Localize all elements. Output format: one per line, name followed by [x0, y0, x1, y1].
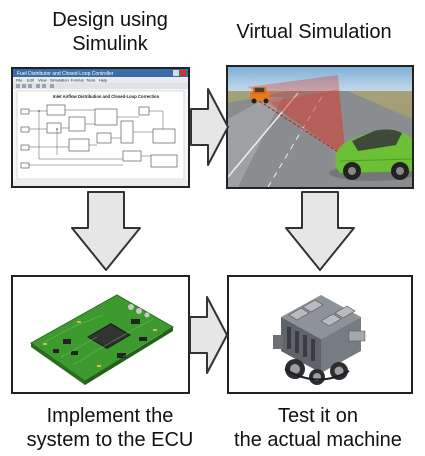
test-label-line1: Test it on — [277, 405, 359, 427]
engine-panel — [227, 275, 413, 394]
engine-image — [229, 277, 411, 392]
ecu-board-panel — [11, 275, 190, 394]
virtual-simulation-panel — [226, 65, 414, 189]
simulink-window-title: Fuel Distributor and Closed-Loop Control… — [17, 71, 114, 77]
implement-label-line1: Implement the — [46, 405, 174, 427]
simulink-diagram-title: Inlet Airflow Distribution and Closed-Lo… — [53, 94, 160, 99]
arrow-down-icon — [71, 191, 141, 271]
simulink-screenshot-panel: Fuel Distributor and Closed-Loop Control… — [11, 67, 190, 188]
implement-label-line2: system to the ECU — [26, 429, 194, 451]
simulink-window-image: Fuel Distributor and Closed-Loop Control… — [13, 69, 188, 186]
arrow-down-icon — [285, 191, 355, 271]
design-label-line1: Design using — [52, 9, 168, 31]
test-machine-label: Test it on the actual machine — [212, 404, 424, 452]
green-car-icon — [329, 129, 412, 181]
arrow-right-icon — [190, 88, 229, 166]
simulink-menu-file: File — [16, 78, 23, 83]
virtual-sim-label-text: Virtual Simulation — [236, 21, 392, 43]
simulink-menu-edit: Edit — [27, 78, 35, 83]
orange-car-icon — [250, 87, 270, 104]
arrow-right-icon — [189, 296, 228, 374]
simulink-menu-help: Help — [99, 78, 108, 83]
virtual-simulation-image — [228, 67, 412, 187]
design-simulink-label: Design using Simulink — [20, 8, 200, 56]
ecu-board-image — [13, 277, 188, 392]
design-label-line2: Simulink — [72, 33, 148, 55]
engine-icon — [273, 295, 366, 385]
implement-ecu-label: Implement the system to the ECU — [5, 404, 215, 452]
simulink-menu-tools: Tools — [86, 78, 95, 83]
virtual-simulation-label: Virtual Simulation — [214, 20, 414, 44]
simulink-menu-format: Format — [71, 78, 85, 83]
simulink-menu-view: View — [38, 78, 47, 83]
simulink-menu-simulation: Simulation — [50, 78, 69, 83]
test-label-line2: the actual machine — [234, 429, 402, 451]
